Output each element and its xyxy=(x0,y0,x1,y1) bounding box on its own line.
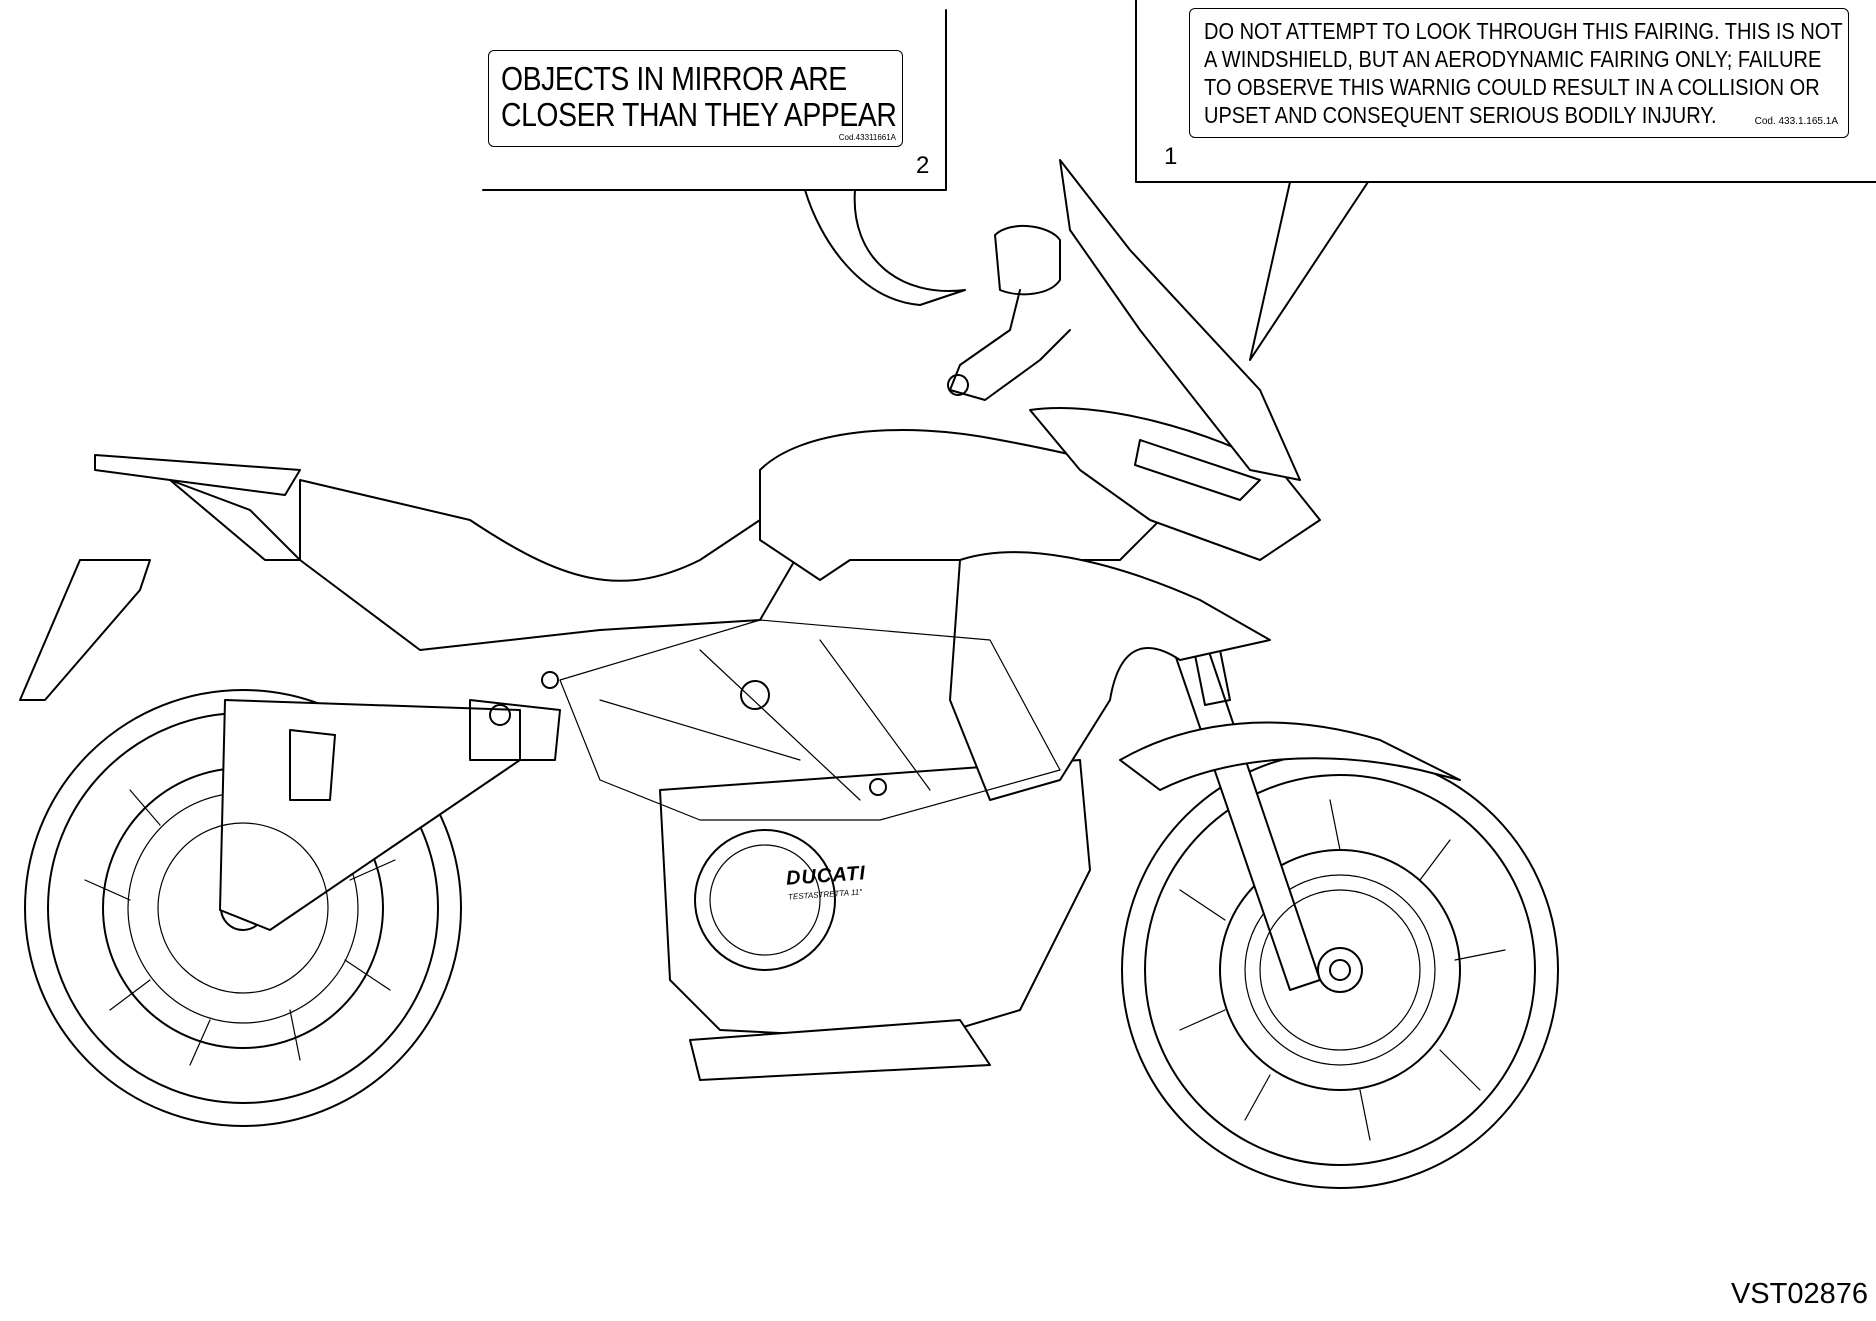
engine xyxy=(659,759,1091,1081)
brake-discs xyxy=(157,822,1421,1051)
swingarm xyxy=(219,699,521,931)
bodywork xyxy=(19,159,1321,821)
fairing-label-line-1: DO NOT ATTEMPT TO LOOK THROUGH THIS FAIR… xyxy=(1204,18,1843,44)
fairing-label-line-2: A WINDSHIELD, BUT AN AERODYNAMIC FAIRING… xyxy=(1204,46,1822,72)
mirror-label-line-1: OBJECTS IN MIRROR ARE xyxy=(501,60,847,97)
front-fork xyxy=(1119,624,1461,991)
mirror-label-line-2: CLOSER THAN THEY APPEAR xyxy=(501,96,897,133)
fairing-label-line-3: TO OBSERVE THIS WARNIG COULD RESULT IN A… xyxy=(1204,74,1820,100)
mirror-warning-label: OBJECTS IN MIRROR ARE CLOSER THAN THEY A… xyxy=(488,50,903,147)
fairing-label-line-4: UPSET AND CONSEQUENT SERIOUS BODILY INJU… xyxy=(1204,102,1717,128)
drawing-reference-code: VST02876 xyxy=(1730,1278,1868,1310)
front-wheel xyxy=(1121,751,1559,1189)
rear-shock xyxy=(469,671,887,796)
callout-number-1: 1 xyxy=(1164,143,1178,170)
fairing-warning-label: DO NOT ATTEMPT TO LOOK THROUGH THIS FAIR… xyxy=(1189,8,1849,138)
mirror-label-code: Cod.43311661A xyxy=(838,133,896,142)
mirror xyxy=(947,224,1071,401)
fairing-label-code: Cod. 433.1.165.1A xyxy=(1754,116,1838,127)
callout-leader-1 xyxy=(1135,0,1876,361)
callout-leader-2 xyxy=(482,9,966,306)
callout-number-2: 2 xyxy=(916,152,930,179)
